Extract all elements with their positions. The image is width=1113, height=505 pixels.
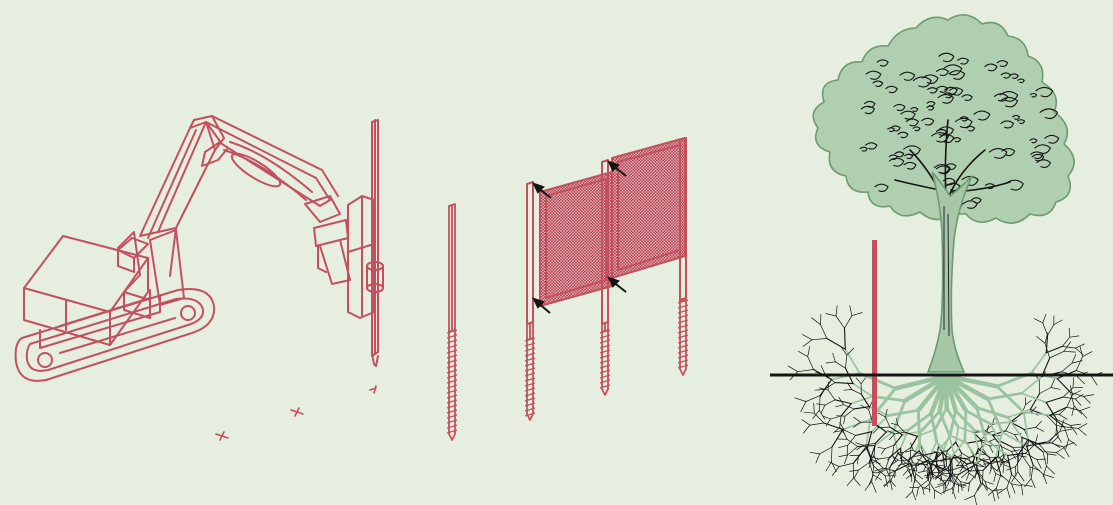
- tree-screw-pile: [872, 240, 877, 426]
